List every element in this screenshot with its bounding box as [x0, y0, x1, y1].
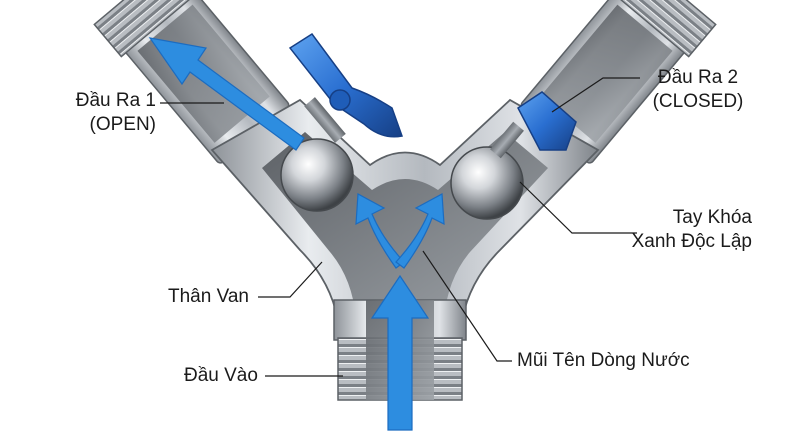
handle-1-blue-icon	[288, 32, 403, 143]
flow-arrow-split-right	[395, 193, 445, 269]
label-handle: Tay Khóa Xanh Độc Lập	[600, 206, 752, 254]
label-outlet-1-line1: Đầu Ra 1	[75, 90, 156, 111]
leader-lines	[160, 77, 640, 377]
leader-outlet-2	[551, 77, 640, 113]
label-flow-arrow: Mũi Tên Dòng Nước	[517, 350, 690, 371]
ball-valve-1	[280, 138, 354, 212]
label-handle-line1: Tay Khóa	[672, 207, 752, 228]
label-outlet-1: Đầu Ra 1 (OPEN)	[40, 89, 156, 137]
leader-handle	[519, 181, 637, 234]
label-outlet-2-line1: Đầu Ra 2	[657, 67, 739, 88]
label-outlet-2-line2: (CLOSED)	[652, 91, 744, 112]
label-outlet-2: Đầu Ra 2 (CLOSED)	[636, 66, 760, 114]
label-outlet-1-line2: (OPEN)	[89, 114, 157, 135]
flow-arrow-outlet-1	[148, 37, 305, 151]
flow-arrow-split-left	[355, 193, 405, 269]
label-handle-line2: Xanh Độc Lập	[631, 231, 752, 252]
leader-body	[258, 261, 323, 298]
flow-arrows	[148, 37, 445, 431]
leader-flow-arrow	[422, 250, 512, 362]
label-inlet: Đầu Vào	[184, 365, 258, 386]
flow-arrow-inlet	[370, 274, 430, 431]
handle-2-blue-icon	[490, 91, 577, 159]
label-body: Thân Van	[168, 286, 249, 307]
ball-valve-2	[450, 146, 524, 220]
